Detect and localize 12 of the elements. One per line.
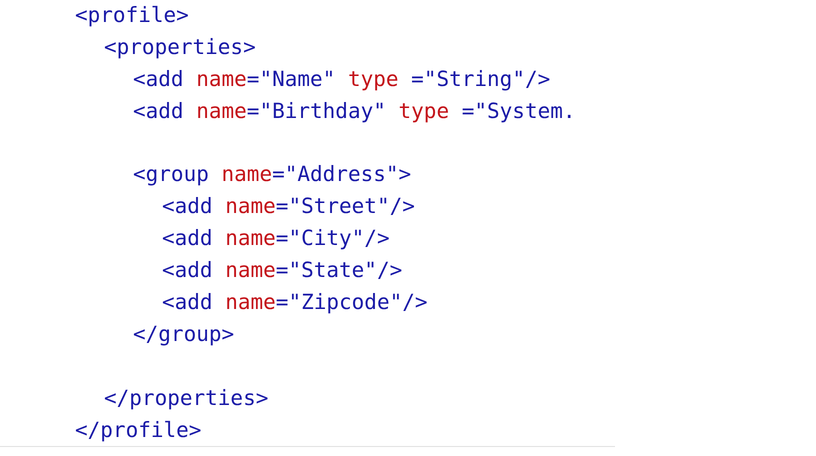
code-line: <add name="Name" type ="String"/> xyxy=(133,66,550,92)
code-line: </properties> xyxy=(104,385,268,411)
code-line: <add name="Zipcode"/> xyxy=(162,289,428,315)
code-line: <group name="Address"> xyxy=(133,161,412,187)
code-line: <add name="Birthday" type ="System. xyxy=(133,98,576,124)
code-line: <add name="Street"/> xyxy=(162,193,415,219)
code-line: </profile> xyxy=(75,417,202,443)
code-line: </group> xyxy=(133,321,234,347)
code-line: <add name="State"/> xyxy=(162,257,402,283)
code-line: <properties> xyxy=(104,34,256,60)
code-line: <profile> xyxy=(75,2,189,28)
code-line: <add name="City"/> xyxy=(162,225,390,251)
